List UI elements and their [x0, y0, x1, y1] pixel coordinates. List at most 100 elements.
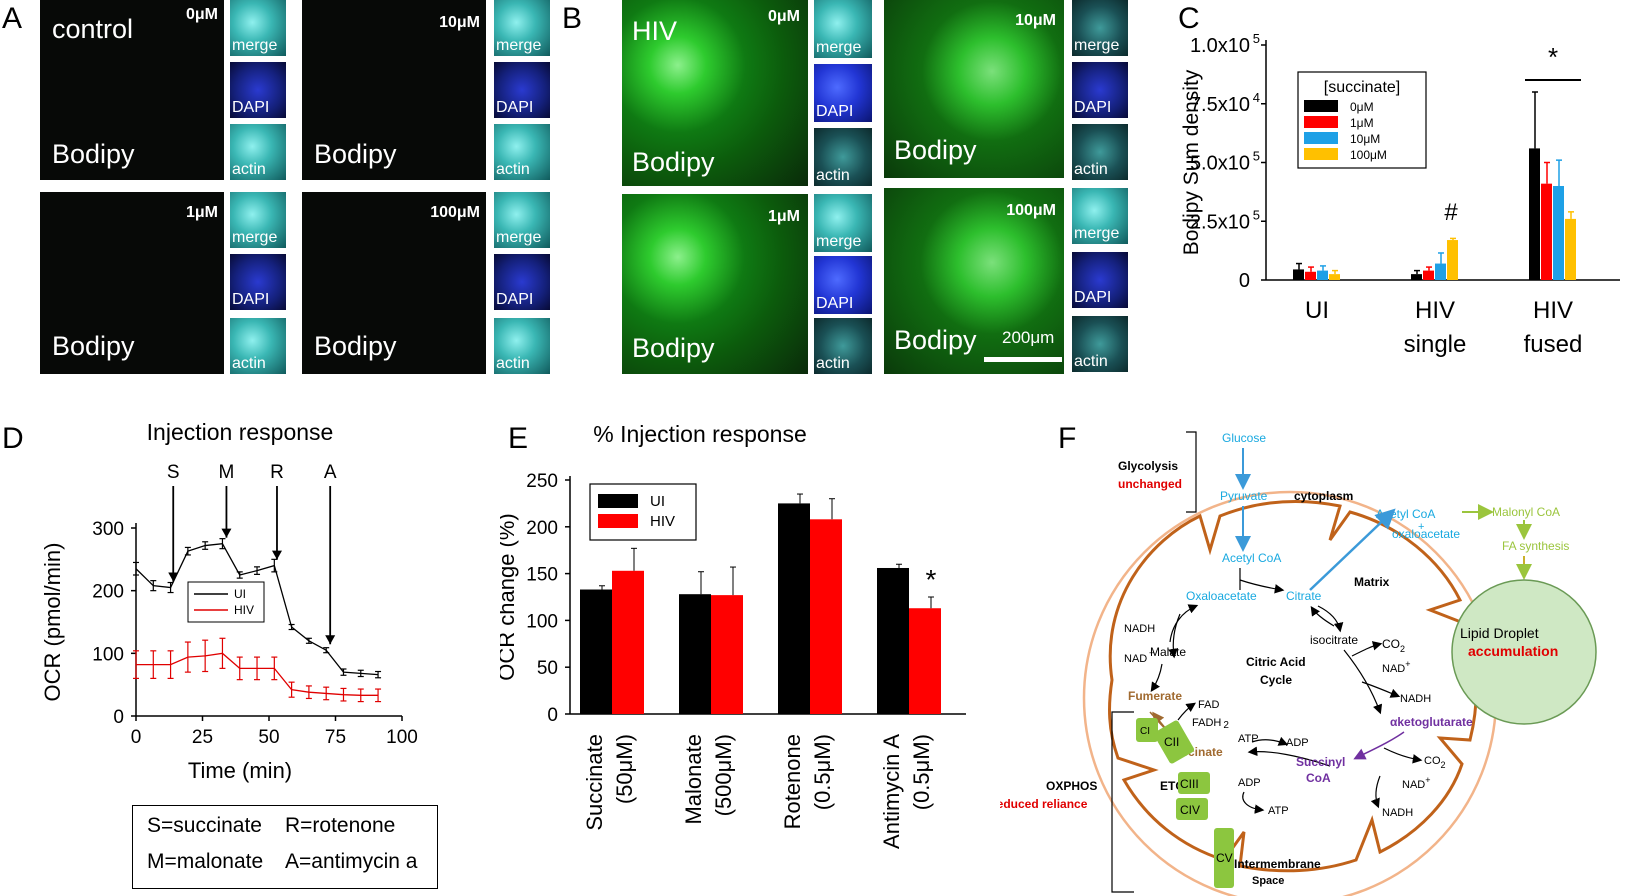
thumb-dapi: DAPI — [494, 62, 550, 118]
key-line: A=antimycin a — [285, 850, 418, 873]
x-category-label: (500μM) — [711, 734, 736, 816]
oxaloacetate-label: Oxaloacetate — [1186, 589, 1257, 603]
complex-iii — [1178, 772, 1210, 794]
x-category-label: Succinate — [582, 734, 607, 831]
complex-i — [1136, 718, 1158, 742]
thumb-label: merge — [232, 229, 278, 246]
thumb-label: merge — [1074, 225, 1120, 242]
bar — [1411, 274, 1422, 280]
scale-bar-label: 200μm — [1002, 328, 1055, 347]
concentration-label: 1μM — [185, 204, 218, 221]
y-tick-label: 50 — [537, 658, 558, 679]
isocitrate-to-citrate-arrow — [1310, 606, 1335, 627]
stain-label: Bodipy — [894, 135, 977, 165]
nad-text: NAD — [1382, 663, 1405, 675]
isocitrate-to-akg-arrow — [1343, 649, 1383, 715]
malate-to-oxaloacetate-arrow — [1169, 604, 1199, 643]
panel-label-f: F — [1058, 422, 1077, 455]
bar — [1293, 269, 1304, 280]
fa-synthesis-label: FA synthesis — [1502, 539, 1569, 553]
concentration-label: 0μM — [185, 6, 218, 23]
control-label: control — [52, 14, 134, 44]
bar — [909, 608, 941, 714]
lipid-droplet — [1451, 579, 1597, 725]
pyruvate-label: Pyruvate — [1220, 489, 1268, 503]
legend-swatch — [598, 514, 638, 528]
significance-hash: # — [1444, 199, 1458, 226]
bar — [679, 594, 711, 714]
nadh-label-3: NADH — [1382, 807, 1413, 819]
panel-label-e: E — [508, 422, 529, 455]
isocitrate-label: isocitrate — [1310, 633, 1358, 647]
y-tick-label: 1.0x10 — [1190, 35, 1250, 57]
thumb-actin: actin — [1072, 124, 1128, 180]
thumb-label: DAPI — [496, 99, 534, 116]
bar — [1553, 186, 1564, 280]
y-tick-label: 100 — [92, 644, 124, 665]
y-tick-label: 200 — [526, 518, 558, 539]
co2-arrow-2 — [1383, 747, 1423, 764]
legend-entry: HIV — [650, 513, 675, 530]
akg-label: αketoglutarate — [1390, 715, 1473, 729]
citrate-to-isocitrate-arrow — [1317, 605, 1344, 633]
bar — [1541, 183, 1552, 280]
thumb-label: actin — [1074, 353, 1108, 370]
glycolysis-label: Glycolysis — [1118, 459, 1178, 473]
y-tick-label: 0 — [547, 705, 558, 726]
thumb-label: DAPI — [232, 291, 270, 308]
thumb-actin: actin — [494, 124, 550, 180]
concentration-label: 10μM — [1015, 12, 1056, 29]
y-tick-label: 250 — [526, 471, 558, 492]
significance-star: * — [1548, 42, 1558, 72]
thumb-actin: actin — [814, 318, 872, 374]
y-tick-label: 7.5x10 — [1190, 94, 1250, 116]
citrate-export-arrow — [1309, 508, 1396, 591]
thumb-label: DAPI — [1074, 289, 1112, 306]
legend-box — [589, 483, 697, 541]
chart-title: Injection response — [147, 420, 334, 445]
y-tick-label: 100 — [526, 611, 558, 632]
nad-label-2: NAD+ — [1382, 659, 1411, 675]
succinyl-label: Succinyl — [1296, 755, 1345, 769]
key-line: R=rotenone — [285, 814, 396, 837]
thumb-merge: merge — [230, 192, 286, 248]
thumb-label: DAPI — [1074, 99, 1112, 116]
bar — [711, 595, 743, 714]
thumb-label: actin — [496, 355, 530, 372]
stain-label: Bodipy — [314, 331, 397, 361]
x-category-label: single — [1404, 331, 1467, 358]
x-tick-label: 50 — [258, 727, 279, 748]
acetyl-coa-label: Acetyl CoA — [1222, 551, 1281, 565]
concentration-label: 100μM — [430, 204, 480, 221]
thumb-label: DAPI — [816, 103, 854, 120]
micrograph-hiv-1um: 1μM Bodipy — [622, 194, 808, 374]
legend-entry: 0μM — [1350, 100, 1374, 114]
nad-text: NAD — [1402, 779, 1425, 791]
y-tick-label: 2.5x10 — [1190, 211, 1250, 233]
concentration-label: 1μM — [767, 208, 800, 225]
oxaloacetate-out-label: oxaloacetate — [1392, 527, 1460, 541]
thumb-actin: actin — [230, 318, 286, 374]
co2-text: CO — [1424, 755, 1441, 767]
succinyl-to-succinate-arrow — [1247, 746, 1331, 767]
oxaloacetate-to-malate-arrow — [1168, 613, 1181, 659]
thumb-actin: actin — [494, 318, 550, 374]
thumb-merge: merge — [494, 192, 550, 248]
co2-label-1: CO2 — [1382, 637, 1405, 654]
legend-entry: UI — [234, 587, 246, 601]
plus-label: + — [1418, 521, 1424, 533]
key-line: S=succinate — [147, 814, 262, 837]
bar — [1329, 274, 1340, 280]
micrograph-hiv-0um: HIV 0μM Bodipy — [622, 0, 808, 186]
nadh-arrow-2 — [1370, 775, 1381, 809]
panel-label-d: D — [2, 422, 24, 455]
co2-text: CO — [1382, 637, 1400, 651]
y-axis-label: Bodipy Sum density — [1180, 69, 1203, 255]
cycle-label-2: Cycle — [1260, 673, 1292, 687]
thumb-label: actin — [1074, 161, 1108, 178]
coa-label: CoA — [1306, 771, 1331, 785]
legend-title: [succinate] — [1324, 79, 1400, 96]
stain-label: Bodipy — [314, 139, 397, 169]
stain-label: Bodipy — [632, 147, 715, 177]
